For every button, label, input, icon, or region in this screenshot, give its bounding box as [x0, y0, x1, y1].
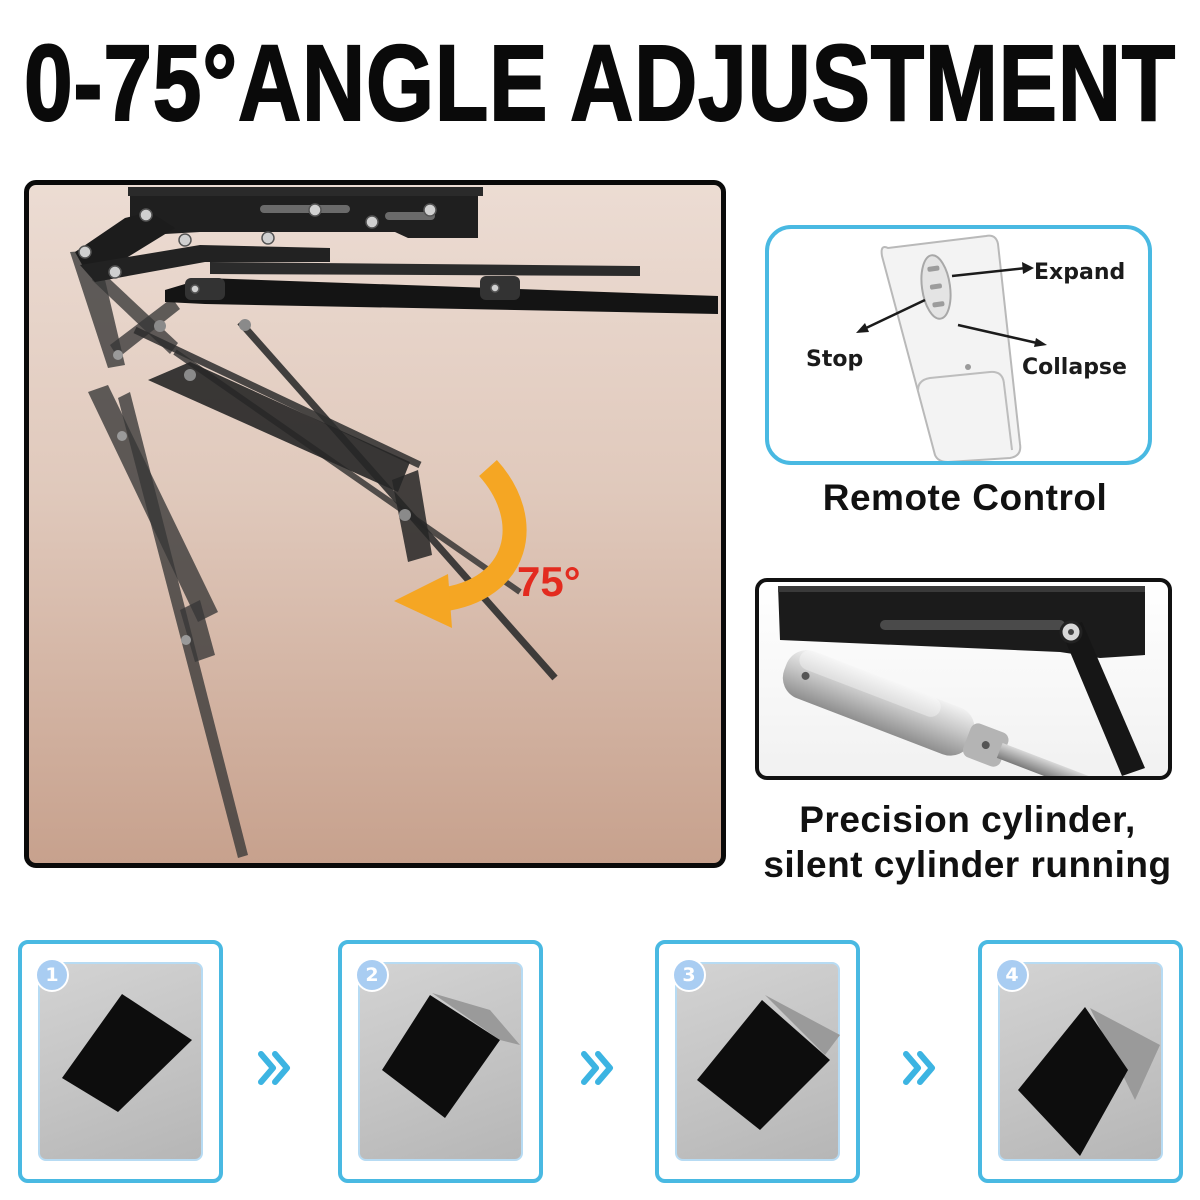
step-card-2: 2 [338, 940, 543, 1183]
mount-illustration: 75° [70, 187, 718, 858]
step-number-badge: 2 [355, 958, 389, 992]
cylinder-caption-line-1: Precision cylinder, [799, 799, 1136, 840]
collapse-pointer [957, 323, 1047, 347]
cylinder-caption-line-2: silent cylinder running [763, 844, 1172, 885]
angle-label: 75° [517, 558, 581, 605]
remote-control-caption: Remote Control [822, 477, 1108, 518]
collapse-label: Collapse [1022, 355, 1127, 380]
stop-pointer [856, 298, 926, 333]
expand-label: Expand [1034, 260, 1125, 285]
curved-arrow-icon [394, 459, 527, 628]
screen-position-icon [697, 995, 840, 1130]
page-title: 0-75°ANGLE ADJUSTMENT [23, 22, 1177, 143]
mount-plate [778, 586, 1145, 658]
step-card-1: 1 [18, 940, 223, 1183]
mount-illustration-panel: 75° [24, 180, 726, 868]
cylinder-caption: Precision cylinder, silent cylinder runn… [755, 797, 1180, 887]
step-number-badge: 1 [35, 958, 69, 992]
precision-cylinder [782, 650, 1168, 776]
cylinder-illustration [778, 586, 1168, 776]
step-number-badge: 4 [995, 958, 1029, 992]
remote-control-illustration: Expand Stop Collapse [806, 234, 1127, 461]
remote-control-panel: Expand Stop Collapse [765, 225, 1152, 465]
ceiling-mount [75, 187, 718, 314]
expand-pointer [951, 262, 1034, 278]
screen-position-icon [382, 993, 520, 1118]
pivot-arm [1059, 620, 1145, 776]
stop-label: Stop [806, 347, 863, 372]
tv-arm-retracted [70, 250, 248, 858]
screen-position-icon [1018, 1007, 1160, 1156]
remote-control-icon [880, 234, 1022, 461]
step-number-badge: 3 [672, 958, 706, 992]
double-chevron-right-icon [581, 1051, 613, 1085]
double-chevron-right-icon [903, 1051, 935, 1085]
screen-position-icon [62, 994, 192, 1112]
step-card-3: 3 [655, 940, 860, 1183]
tv-arm-extended [133, 319, 558, 681]
cylinder-panel [755, 578, 1172, 780]
double-chevron-right-icon [258, 1051, 290, 1085]
step-card-4: 4 [978, 940, 1183, 1183]
